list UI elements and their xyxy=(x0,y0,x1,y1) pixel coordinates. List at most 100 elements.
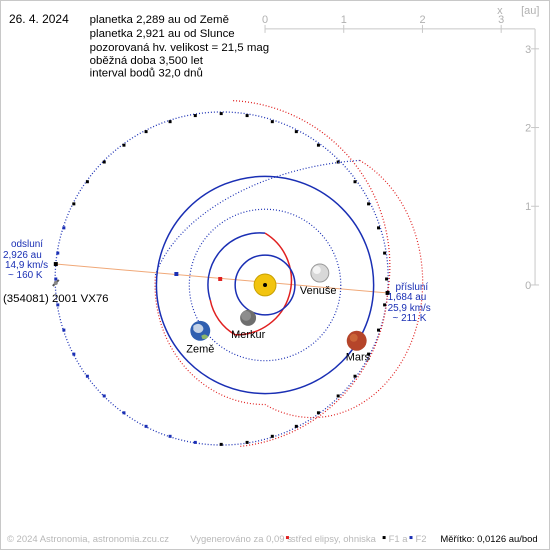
orbit-interval-point xyxy=(102,394,106,398)
x-tick-1: 1 xyxy=(341,14,347,26)
orbit-interval-point xyxy=(383,251,387,255)
orbit-interval-point xyxy=(270,120,274,124)
x-tick-3: 3 xyxy=(498,14,504,26)
earth-orbit xyxy=(155,175,375,395)
date-label: 26. 4. 2024 xyxy=(9,12,69,26)
orbit-interval-point xyxy=(85,180,89,184)
aphelion-temp: ~ 160 K xyxy=(8,270,43,281)
mars-orbit-far xyxy=(154,159,360,276)
info-line: interval bodů 32,0 dnů xyxy=(90,68,203,80)
y-tick-2: 2 xyxy=(525,123,531,135)
scale-label: Měřítko: 0,0126 au/bod xyxy=(440,534,537,545)
orbit-interval-point xyxy=(245,440,249,444)
legend-f1-swatch xyxy=(382,536,386,540)
orbit-interval-point xyxy=(294,424,298,428)
orbit-interval-point xyxy=(122,143,126,147)
orbit-interval-point xyxy=(56,251,60,255)
mars-icon xyxy=(346,330,367,351)
legend-center: střed elipsy, ohniska xyxy=(291,534,377,545)
info-block: planetka 2,289 au od Země planetka 2,921… xyxy=(90,14,269,80)
info-line: planetka 2,921 au od Slunce xyxy=(90,28,235,40)
x-tick-0: 0 xyxy=(262,14,268,26)
footer-generated: Vygenerováno za 0,09 s xyxy=(190,534,292,545)
orbit-interval-point xyxy=(193,440,197,444)
sun-ring xyxy=(234,254,296,316)
mars-orbit-near xyxy=(154,159,424,419)
focus-f2-marker xyxy=(174,272,179,276)
aphelion-marker xyxy=(53,262,58,267)
mercury-orbit-red xyxy=(209,232,293,336)
orbit-interval-point xyxy=(144,130,148,134)
orbit-interval-point xyxy=(316,411,320,415)
orbit-interval-point xyxy=(72,202,76,206)
orbit-interval-point xyxy=(316,143,320,147)
orbit-interval-point xyxy=(168,120,172,124)
aphelion-distance: 2,926 au xyxy=(3,250,42,261)
orbit-interval-point xyxy=(294,130,298,134)
orbit-interval-point xyxy=(270,434,274,438)
orbit-interval-point xyxy=(62,226,66,230)
legend-f2-swatch xyxy=(409,536,413,540)
mercury-label: Merkur xyxy=(231,329,265,341)
footer-copyright: © 2024 Astronomia, astronomia.zcu.cz xyxy=(7,534,169,545)
footer: © 2024 Astronomia, astronomia.zcu.cz Vyg… xyxy=(7,534,538,545)
y-tick-3: 3 xyxy=(525,44,531,56)
orbit-interval-point xyxy=(168,434,172,438)
perihelion-title: přísluní xyxy=(396,282,429,293)
mars-label: Mars xyxy=(346,352,371,364)
orbit-interval-point xyxy=(219,442,223,446)
y-unit-label: [au] xyxy=(521,5,539,17)
focus-f1-marker xyxy=(263,282,268,287)
orbit-interval-point xyxy=(353,374,357,378)
scale-axes xyxy=(264,24,540,286)
orbit-interval-point xyxy=(56,303,60,307)
orbit-interval-point xyxy=(245,114,249,118)
asteroid-orbit-points xyxy=(54,112,389,446)
venus-orbit xyxy=(188,208,342,362)
orbit-interval-point xyxy=(336,394,340,398)
orbit-interval-point xyxy=(219,112,223,116)
y-tick-0: 0 xyxy=(525,280,531,292)
orbit-interval-point xyxy=(353,180,357,184)
legend-center-swatch xyxy=(285,536,289,540)
orbit-interval-point xyxy=(122,411,126,415)
info-line: oběžná doba 3,500 let xyxy=(90,55,204,67)
legend-f2: F2 xyxy=(415,534,426,545)
orbit-interval-point xyxy=(377,226,381,230)
orbit-interval-point xyxy=(62,328,66,332)
earth-label: Země xyxy=(186,344,214,356)
orbit-interval-point xyxy=(85,374,89,378)
info-line: pozorovaná hv. velikost = 21,5 mag xyxy=(90,42,269,54)
mercury-orbit-blue xyxy=(207,232,266,301)
orbit-interval-point xyxy=(193,114,197,118)
aphelion-info: odsluní 2,926 au 14,9 km/s ~ 160 K xyxy=(3,239,48,281)
venus-label: Venuše xyxy=(300,285,337,297)
orbit-interval-point xyxy=(54,277,58,281)
asteroid-icon xyxy=(52,279,60,287)
info-line: planetka 2,289 au od Země xyxy=(90,14,229,26)
orbit-interval-point xyxy=(367,202,371,206)
asteroid-label: (354081) 2001 VX76 xyxy=(3,293,109,305)
mercury-icon xyxy=(240,309,257,326)
orbit-interval-point xyxy=(385,277,389,281)
orbit-interval-point xyxy=(367,352,371,356)
orbit-interval-point xyxy=(383,303,387,307)
x-unit-label: x xyxy=(497,5,503,17)
orbit-interval-point xyxy=(102,160,106,164)
orbit-interval-point xyxy=(144,424,148,428)
asteroid-orbit-near xyxy=(54,263,389,446)
asteroid-orbit-far xyxy=(55,111,389,293)
perihelion-info: přísluní 1,684 au 25,9 km/s ~ 211 K xyxy=(388,282,431,324)
perihelion-marker xyxy=(385,290,390,295)
orbit-interval-point xyxy=(377,328,381,332)
perihelion-distance: 1,684 au xyxy=(388,292,427,303)
perihelion-temp: ~ 211 K xyxy=(393,313,427,324)
orbit-interval-point xyxy=(72,352,76,356)
legend-f1: F1 a xyxy=(389,534,409,545)
y-tick-1: 1 xyxy=(525,201,531,213)
scale-tick-labels: 0 1 2 3 x [au] 3 2 1 0 xyxy=(262,5,539,292)
aphelion-speed: 14,9 km/s xyxy=(5,260,48,271)
aphelion-title: odsluní xyxy=(11,239,43,250)
venus-icon xyxy=(310,263,330,283)
